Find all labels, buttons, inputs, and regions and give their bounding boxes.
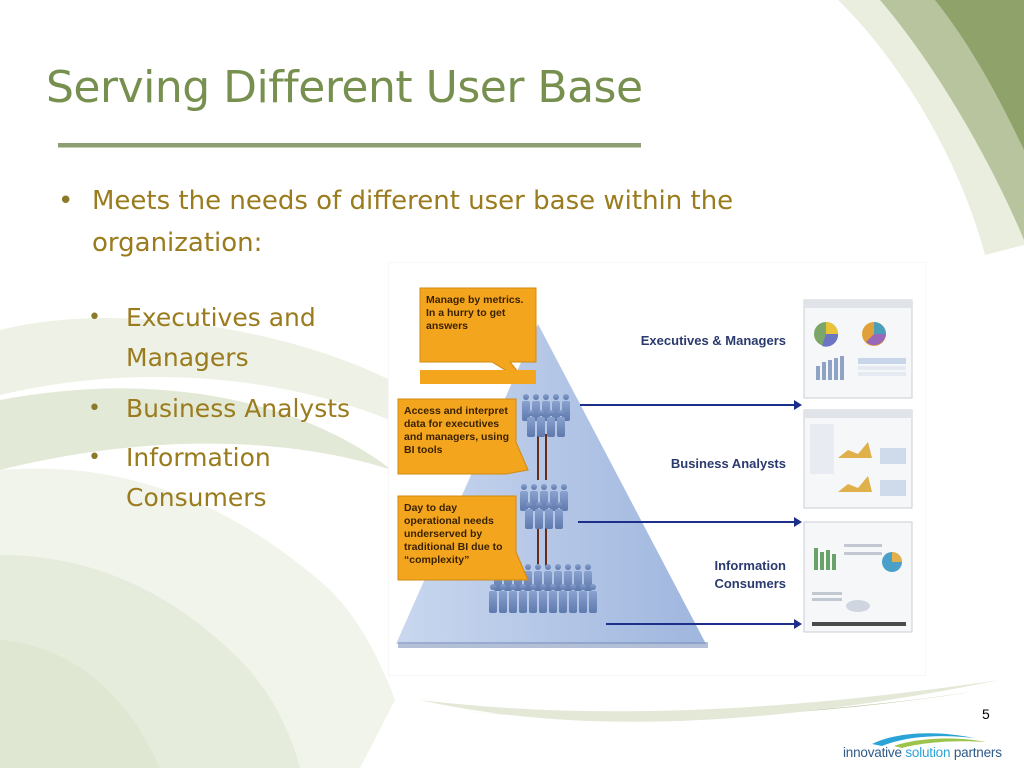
logo-text-highlight: solution xyxy=(905,745,951,760)
level-label-analysts: Business Analysts xyxy=(638,455,786,473)
people-group-executives xyxy=(522,394,570,437)
logo-text-part: partners xyxy=(950,745,1002,760)
level-label-line: Information xyxy=(714,558,787,573)
callout-information-consumers: Day to day operational needs underserved… xyxy=(404,502,503,566)
main-bullet-text: Meets the needs of different user base w… xyxy=(92,186,734,258)
callout-business-analysts: Access and interpret data for executives… xyxy=(404,405,510,456)
bullet-dot: • xyxy=(88,445,101,470)
people-group-analysts xyxy=(520,484,568,529)
sub-bullet-text: Information Consumers xyxy=(126,443,271,512)
horizontal-arrow-consumers xyxy=(606,619,802,629)
company-logo-swoosh-icon xyxy=(872,733,986,748)
dashboard-thumbnail-analysts xyxy=(803,409,913,509)
sub-bullet-information-consumers: • Information Consumers xyxy=(88,438,386,518)
dashboard-thumbnail-executives xyxy=(803,299,913,399)
sub-bullet-text: Business Analysts xyxy=(126,394,351,423)
callout-executives: Manage by metrics. In a hurry to get ans… xyxy=(426,294,524,332)
main-bullet: • Meets the needs of different user base… xyxy=(58,180,792,264)
dashboard-thumbnail-consumers xyxy=(803,521,913,633)
sub-bullet-business-analysts: • Business Analysts xyxy=(88,389,386,429)
sub-bullet-executives: • Executives and Managers xyxy=(88,298,386,378)
callout-shape-3 xyxy=(397,495,529,581)
level-label-line: Business Analysts xyxy=(670,456,786,471)
bullet-dot: • xyxy=(58,186,74,216)
callout-shape-2 xyxy=(397,398,529,475)
bullet-dot: • xyxy=(88,396,101,421)
bullet-dot: • xyxy=(88,305,101,330)
horizontal-arrow-executives xyxy=(580,400,802,410)
pyramid-base-shadow xyxy=(398,642,708,648)
logo-text-part: innovative xyxy=(843,745,906,760)
level-label-executives: Executives & Managers xyxy=(638,332,786,350)
pyramid-diagram xyxy=(388,262,926,676)
people-group-consumers xyxy=(489,564,597,613)
title-underline xyxy=(58,143,641,148)
slide-title: Serving Different User Base xyxy=(46,62,643,113)
company-logo-text: innovative solution partners xyxy=(843,745,1002,760)
user-pyramid-figure: Manage by metrics. In a hurry to get ans… xyxy=(388,262,926,676)
page-number: 5 xyxy=(982,706,990,722)
sub-bullet-text: Executives and Managers xyxy=(126,303,316,372)
callout-shape-1 xyxy=(419,287,537,385)
level-label-line: Consumers xyxy=(714,576,786,591)
horizontal-arrow-analysts xyxy=(578,517,802,527)
level-label-consumers: Information Consumers xyxy=(638,557,786,593)
level-label-line: Executives & Managers xyxy=(640,333,786,348)
